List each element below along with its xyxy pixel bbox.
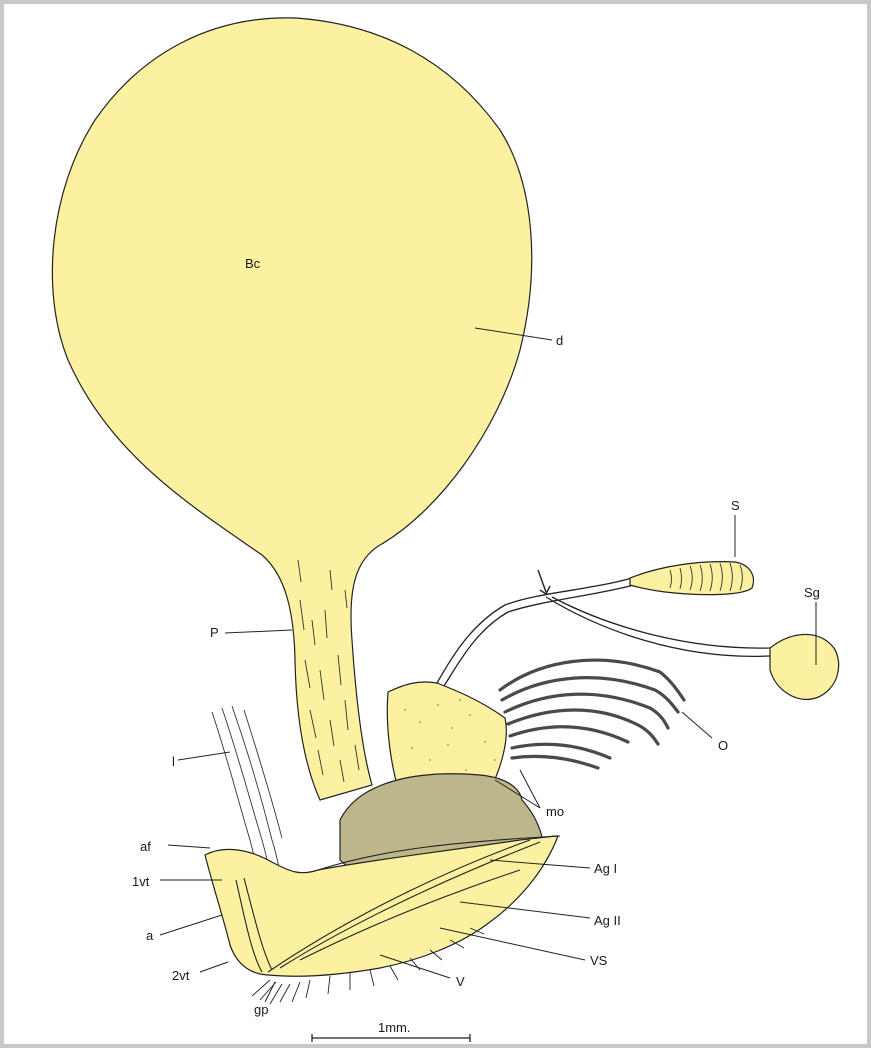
label-af: af [140,839,151,854]
label-l: l [172,754,175,769]
label-1vt: 1vt [132,874,150,889]
spermatheca-shape [630,562,753,595]
gland-duct-inner [552,597,770,648]
label-d: d [556,333,563,348]
label-ag-ii: Ag II [594,913,621,928]
label-a: a [146,928,154,943]
label-p: P [210,625,219,640]
label-v: V [456,974,465,989]
label-ag-i: Ag I [594,861,617,876]
label-bc: Bc [245,256,261,271]
spermathecal-gland-shape [770,634,839,699]
spermathecal-duct [437,578,632,683]
bursa-copulatrix-shape [52,18,531,800]
label-o: O [718,738,728,753]
ovary-tubes [500,660,684,768]
label-gp: gp [254,1002,268,1017]
arrow-marker [538,570,550,594]
label-s: S [731,498,740,513]
label-mo: mo [546,804,564,819]
label-sg: Sg [804,585,820,600]
label-2vt: 2vt [172,968,190,983]
label-vs: VS [590,953,608,968]
label-scale: 1mm. [378,1020,411,1035]
